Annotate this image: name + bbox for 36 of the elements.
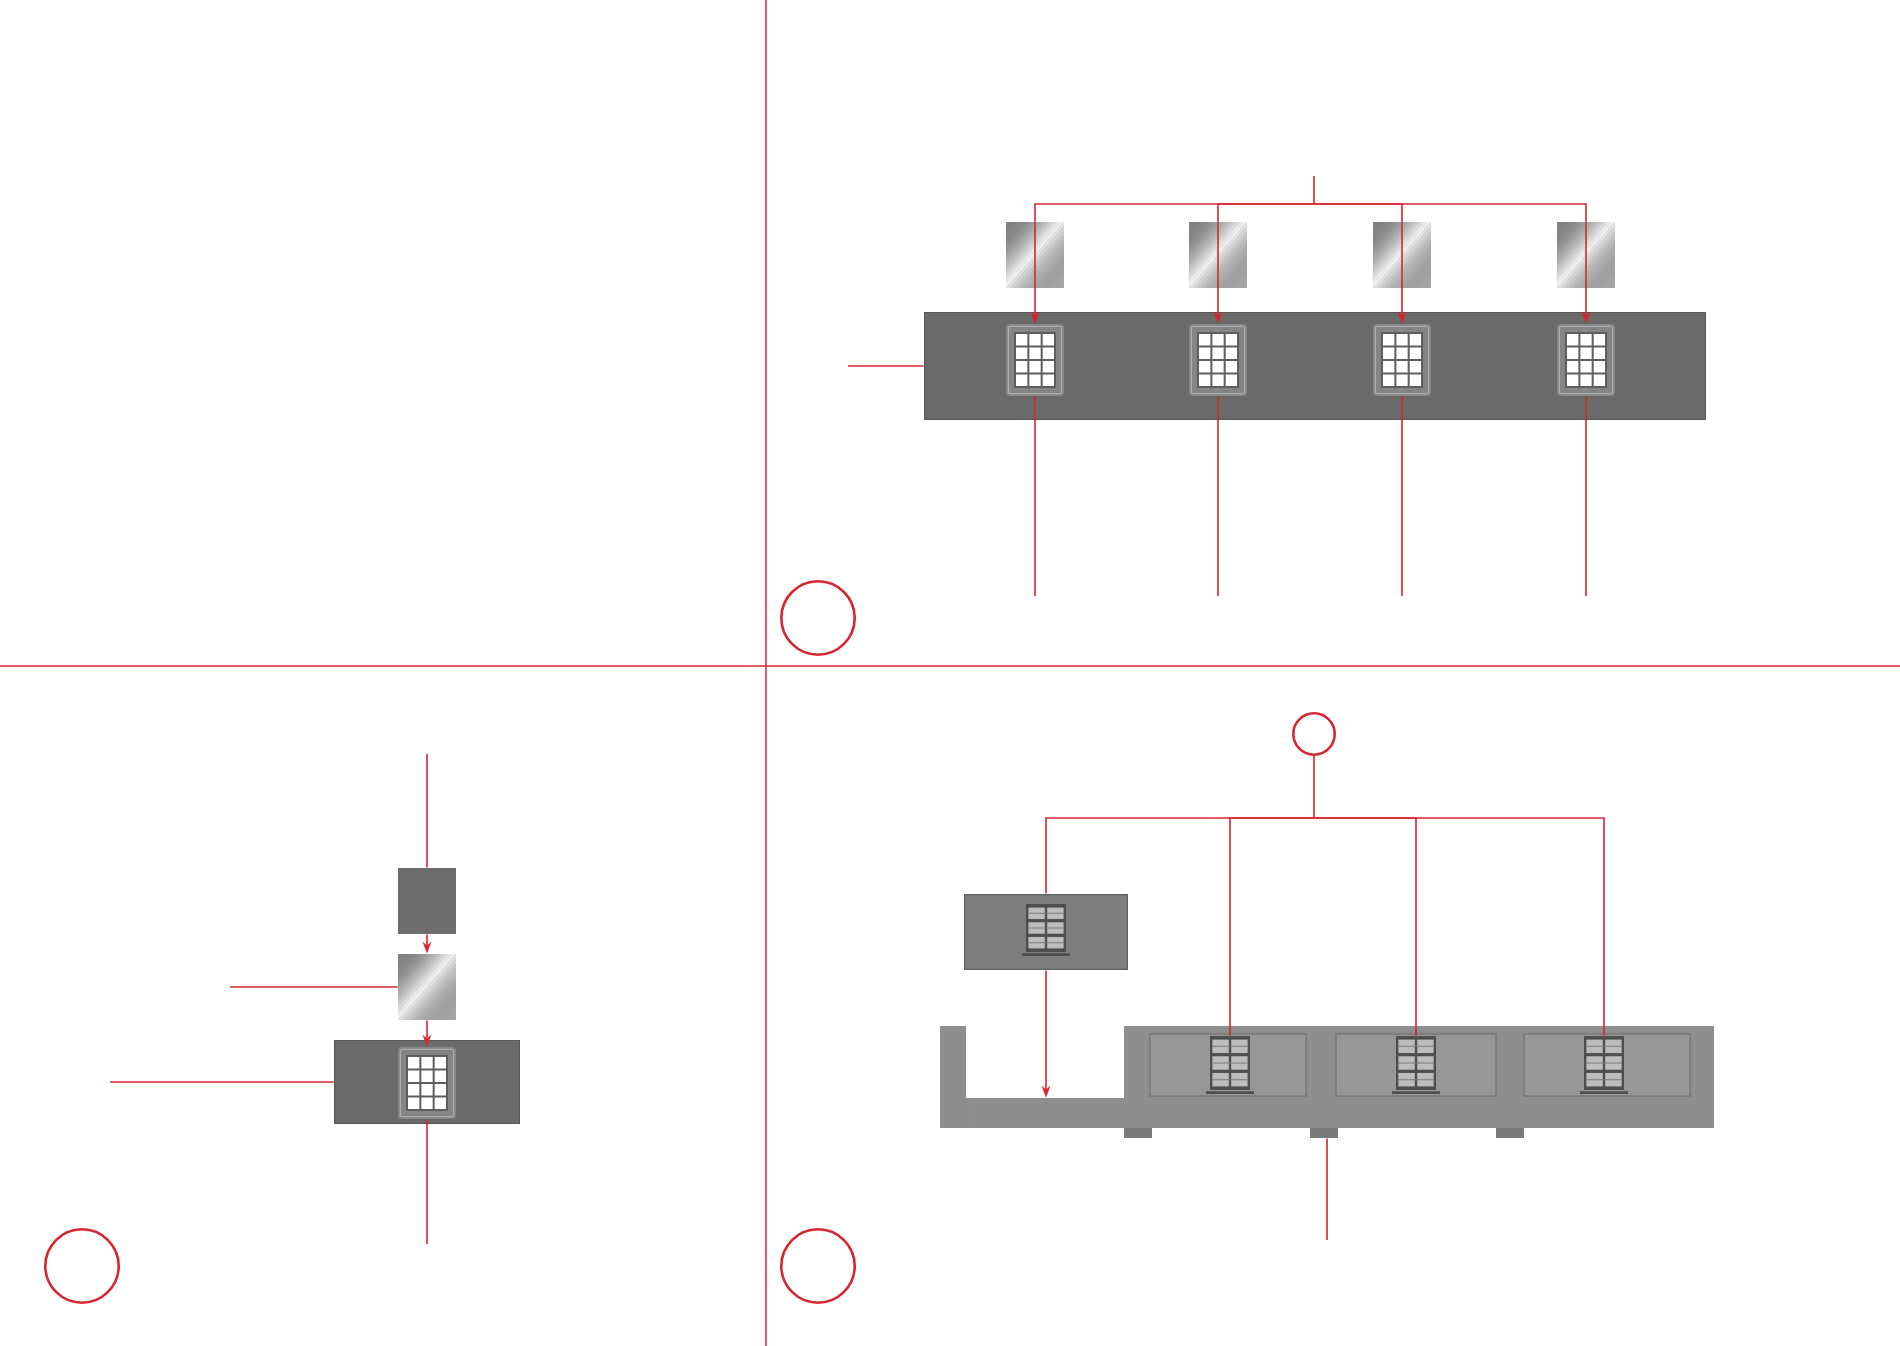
leader-line: [1313, 203, 1587, 223]
leader-line: [1313, 175, 1315, 205]
callout-circle: [1292, 712, 1336, 756]
window-grille: [1580, 1036, 1628, 1094]
leader-line: [1217, 395, 1219, 597]
window-grille: [1392, 1036, 1440, 1094]
window-frame: [1006, 324, 1064, 396]
leader-line: [1313, 755, 1315, 819]
leader-line: [1585, 395, 1587, 597]
leader-line: [229, 986, 399, 988]
leader-line: [1217, 203, 1315, 223]
window-panel: [964, 894, 1128, 970]
window-grille: [1206, 1036, 1254, 1094]
leader-line: [847, 365, 925, 367]
window-frame: [1189, 324, 1247, 396]
leader-line: [1313, 817, 1605, 1037]
glass-pane: [1189, 222, 1247, 288]
leader-line: [1034, 395, 1036, 597]
leader-line: [1326, 1137, 1328, 1241]
base-rail: [968, 1098, 1124, 1128]
glass-pane: [398, 954, 456, 1020]
leader-line: [1229, 817, 1315, 1037]
glass-pane: [1557, 222, 1615, 288]
window-frame: [1373, 324, 1431, 396]
leader-line: [426, 1118, 428, 1245]
step-circle: [780, 580, 856, 656]
step-circle: [780, 1228, 856, 1304]
square-plate: [398, 868, 456, 934]
leader-line: [1401, 395, 1403, 597]
window-frame: [1557, 324, 1615, 396]
step-circle: [44, 1228, 120, 1304]
glass-pane: [1373, 222, 1431, 288]
glass-pane: [1006, 222, 1064, 288]
window-frame: [398, 1047, 456, 1119]
leader-line: [109, 1081, 335, 1083]
leader-line: [426, 753, 428, 869]
